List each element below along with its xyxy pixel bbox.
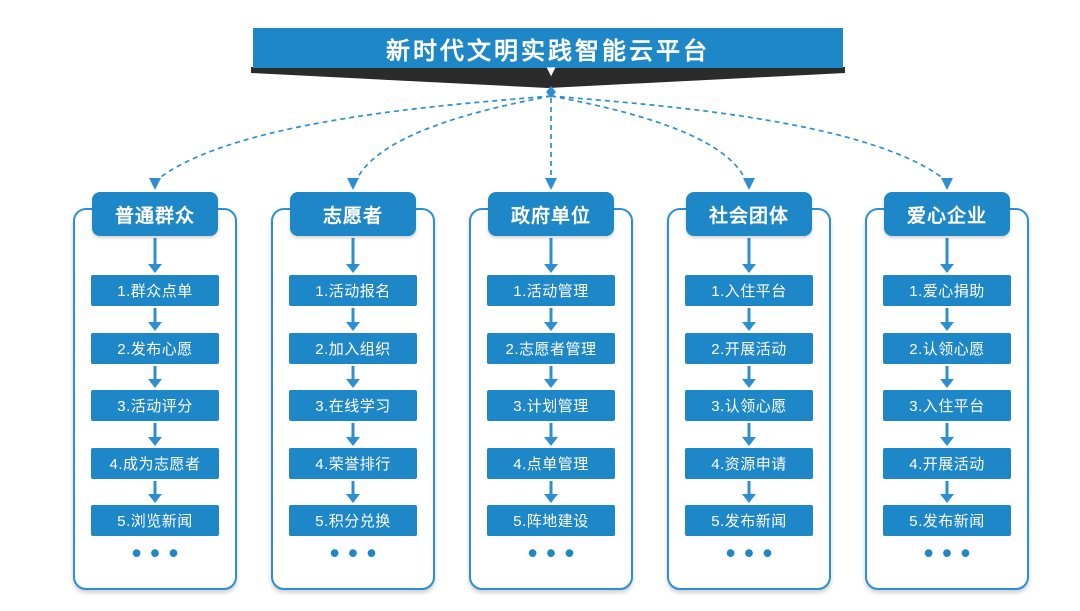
step-item: 3.活动评分: [91, 390, 219, 421]
arrowhead-column-3: [545, 178, 557, 190]
step-item: 3.入住平台: [883, 390, 1011, 421]
column-caring-enterprise: 爱心企业 1.爱心捐助 2.认领心愿 3.入住平台 4.开展活动 5.发布新闻 …: [865, 192, 1029, 594]
step-item: 3.认领心愿: [685, 390, 813, 421]
column-general-public: 普通群众 1.群众点单 2.发布心愿 3.活动评分 4.成为志愿者 5.浏览新闻…: [73, 192, 237, 594]
flow-arrow-icon: [741, 238, 757, 273]
step-item: 1.入住平台: [685, 275, 813, 306]
flow-arrow-icon: [741, 366, 757, 388]
flow-arrow-icon: [147, 423, 163, 446]
step-item: 4.荣誉排行: [289, 448, 417, 479]
flow-arrow-icon: [345, 366, 361, 388]
ellipsis-dots: •••: [923, 538, 980, 568]
ellipsis-dots: •••: [527, 538, 584, 568]
flow-arrow-icon: [939, 481, 955, 503]
column-header: 爱心企业: [884, 192, 1010, 236]
flow-arrow-icon: [147, 366, 163, 388]
column-social-group: 社会团体 1.入住平台 2.开展活动 3.认领心愿 4.资源申请 5.发布新闻 …: [667, 192, 831, 594]
flow-arrow-icon: [147, 481, 163, 503]
platform-title-banner: 新时代文明实践智能云平台: [253, 28, 843, 68]
flow-arrow-icon: [345, 481, 361, 503]
step-item: 5.发布新闻: [883, 505, 1011, 536]
dashed-arrow-to-column-1: [157, 95, 552, 180]
step-item: 4.开展活动: [883, 448, 1011, 479]
step-item: 2.开展活动: [685, 333, 813, 364]
step-item: 1.爱心捐助: [883, 275, 1011, 306]
step-item: 2.加入组织: [289, 333, 417, 364]
column-header: 志愿者: [290, 192, 416, 236]
arrowhead-column-1: [149, 178, 161, 190]
step-item: 2.发布心愿: [91, 333, 219, 364]
flow-arrow-icon: [543, 238, 559, 273]
column-header: 政府单位: [488, 192, 614, 236]
step-item: 5.浏览新闻: [91, 505, 219, 536]
arrowhead-column-2: [347, 178, 359, 190]
flow-arrow-icon: [741, 308, 757, 331]
column-volunteer: 志愿者 1.活动报名 2.加入组织 3.在线学习 4.荣誉排行 5.积分兑换 •…: [271, 192, 435, 594]
flow-arrow-icon: [543, 481, 559, 503]
flow-arrow-icon: [345, 423, 361, 446]
column-government: 政府单位 1.活动管理 2.志愿者管理 3.计划管理 4.点单管理 5.阵地建设…: [469, 192, 633, 594]
hub-point-icon: [546, 86, 556, 98]
step-item: 4.点单管理: [487, 448, 615, 479]
flow-arrow-icon: [147, 238, 163, 273]
flow-arrow-icon: [543, 308, 559, 331]
step-item: 5.积分兑换: [289, 505, 417, 536]
column-header: 普通群众: [92, 192, 218, 236]
flow-arrow-icon: [345, 308, 361, 331]
step-item: 3.在线学习: [289, 390, 417, 421]
step-item: 1.群众点单: [91, 275, 219, 306]
banner-arrow-icon: ▼: [543, 63, 559, 80]
dashed-arrow-to-column-2: [356, 95, 552, 180]
step-item: 2.志愿者管理: [487, 333, 615, 364]
flow-arrow-icon: [741, 481, 757, 503]
flow-arrow-icon: [939, 366, 955, 388]
step-item: 1.活动报名: [289, 275, 417, 306]
flow-arrow-icon: [939, 308, 955, 331]
dashed-arrow-to-column-5: [550, 95, 945, 180]
step-item: 5.发布新闻: [685, 505, 813, 536]
flow-arrow-icon: [543, 423, 559, 446]
flow-arrow-icon: [543, 366, 559, 388]
flow-arrow-icon: [345, 238, 361, 273]
flow-arrow-icon: [939, 423, 955, 446]
step-item: 5.阵地建设: [487, 505, 615, 536]
step-item: 4.资源申请: [685, 448, 813, 479]
arrowhead-column-4: [743, 178, 755, 190]
step-item: 1.活动管理: [487, 275, 615, 306]
ellipsis-dots: •••: [131, 538, 188, 568]
flow-arrow-icon: [939, 238, 955, 273]
flow-arrow-icon: [147, 308, 163, 331]
step-item: 3.计划管理: [487, 390, 615, 421]
arrowhead-column-5: [941, 178, 953, 190]
step-item: 4.成为志愿者: [91, 448, 219, 479]
ellipsis-dots: •••: [329, 538, 386, 568]
column-header: 社会团体: [686, 192, 812, 236]
flow-arrow-icon: [741, 423, 757, 446]
dashed-arrow-to-column-4: [550, 95, 746, 180]
ellipsis-dots: •••: [725, 538, 782, 568]
step-item: 2.认领心愿: [883, 333, 1011, 364]
